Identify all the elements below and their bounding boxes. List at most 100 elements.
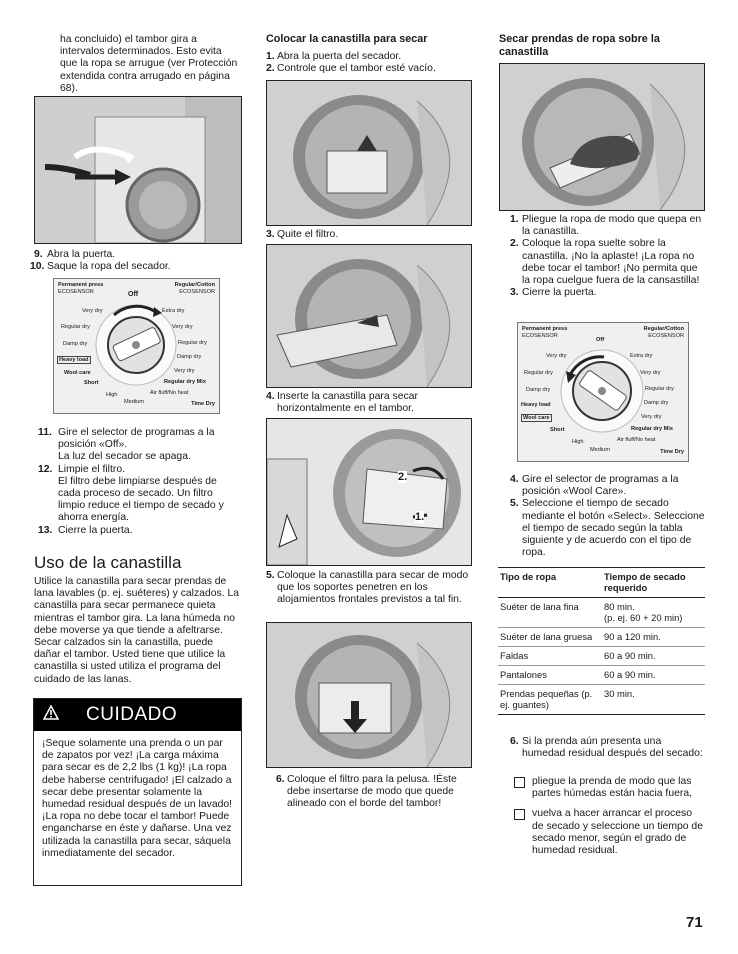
table-row: Pantalones 60 a 90 min. bbox=[498, 666, 705, 685]
list-item: 4.Gire el selector de programas a la pos… bbox=[510, 474, 679, 498]
steps-a-list: 9.Abra la puerta. 10.Saque la ropa del s… bbox=[30, 249, 234, 273]
list-item: 12. Limpie el filtro. El filtro debe lim… bbox=[38, 463, 224, 524]
list-item: 13. Cierre la puerta. bbox=[38, 524, 133, 536]
dial-label: Permanent press bbox=[522, 326, 568, 332]
list-item: 5.Coloque la canastilla para secar de mo… bbox=[266, 570, 469, 606]
dial-label: Short bbox=[550, 427, 565, 433]
dial-label: Very dry bbox=[641, 414, 662, 420]
caution-title: CUIDADO bbox=[86, 704, 178, 725]
dial-label: Regular dry bbox=[645, 386, 674, 392]
program-dial-drawing bbox=[560, 349, 644, 433]
table-row: Suéter de lana fina 80 min.(p. ej. 60 + … bbox=[498, 598, 705, 628]
callout-1: 1. bbox=[415, 511, 425, 523]
section-title: Uso de la canastilla bbox=[34, 553, 182, 572]
dial-label: ECOSENSOR bbox=[179, 289, 215, 295]
caution-box: CUIDADO ¡Seque solamente una prenda o un… bbox=[33, 698, 242, 886]
drying-title: Secar prendas de ropa sobre la canastill… bbox=[499, 33, 660, 58]
dial-off-label: Off bbox=[596, 337, 605, 343]
list-item: 1.Abra la puerta del secador. bbox=[266, 51, 402, 62]
intro-paragraph: ha concluido) el tambor gira a intervalo… bbox=[60, 34, 238, 94]
col2-step-5: 5.Coloque la canastilla para secar de mo… bbox=[266, 570, 476, 607]
dial-label: Regular dry bbox=[61, 324, 90, 330]
dial-label: Damp dry bbox=[63, 341, 88, 347]
dial-label: Very dry bbox=[172, 324, 193, 330]
program-dial-panel-wool: Permanent press ECOSENSOR Regular/Cotton… bbox=[517, 322, 689, 462]
dial-label: Heavy load bbox=[57, 356, 91, 364]
col2-step-4: 4.Inserte la canastilla para secar horiz… bbox=[266, 391, 476, 415]
program-dial-drawing bbox=[95, 304, 177, 386]
section-text: Utilice la canastilla para secar prendas… bbox=[34, 576, 240, 685]
list-item: 5.Seleccione el tiempo de secado mediant… bbox=[510, 498, 705, 559]
dial-label: Regular dry bbox=[524, 370, 553, 376]
dial-label: Time Dry bbox=[660, 449, 684, 455]
dial-label: Very dry bbox=[82, 308, 103, 314]
list-item: pliegue la prenda de modo que las partes… bbox=[514, 776, 705, 800]
dial-label: Regular/Cotton bbox=[174, 282, 215, 288]
list-item: 1.Pliegue la ropa de modo que quepa en l… bbox=[510, 214, 702, 238]
list-item: vuelva a hacer arrancar el proceso de se… bbox=[514, 808, 705, 857]
list-item: 11. Gire el selector de programas a la p… bbox=[38, 427, 215, 463]
checkbox-bullet-icon bbox=[514, 777, 525, 788]
dial-label: High bbox=[106, 392, 118, 398]
table-row: Faldas 60 a 90 min. bbox=[498, 647, 705, 666]
list-item: 2.Controle que el tambor esté vacío. bbox=[266, 63, 436, 75]
dial-label-selected: Wool care bbox=[521, 414, 552, 422]
dial-label: Medium bbox=[124, 399, 144, 405]
dial-label: Short bbox=[84, 380, 99, 386]
col3-steps-4-5: 4.Gire el selector de programas a la pos… bbox=[510, 474, 705, 559]
table-row: Prendas pequeñas (p. ej. guantes) 30 min… bbox=[498, 685, 705, 715]
filter-replace-illustration bbox=[266, 622, 472, 768]
dial-label: Extra dry bbox=[162, 308, 185, 314]
dial-label: Permanent press bbox=[58, 282, 104, 288]
list-item: 4.Inserte la canastilla para secar horiz… bbox=[266, 391, 418, 415]
table-header: Tiempo de secado requerido bbox=[604, 571, 686, 593]
dial-label: Regular/Cotton bbox=[643, 326, 684, 332]
table-header: Tipo de ropa bbox=[500, 571, 557, 582]
table-header-row: Tipo de ropa Tiempo de secado requerido bbox=[498, 567, 705, 598]
dial-label: Very dry bbox=[546, 353, 567, 359]
list-item: 2.Coloque la ropa suelte sobre la canast… bbox=[510, 238, 700, 287]
dial-label: ECOSENSOR bbox=[648, 333, 684, 339]
dryer-door-drawing bbox=[35, 97, 241, 243]
dial-label: Very dry bbox=[174, 368, 195, 374]
col3-bullets: pliegue la prenda de modo que las partes… bbox=[514, 776, 705, 857]
dial-label: Wool care bbox=[64, 370, 91, 376]
dial-label: Regular dry bbox=[178, 340, 207, 346]
dial-label: Damp dry bbox=[177, 354, 202, 360]
caution-text: ¡Seque solamente una prenda o un par de … bbox=[42, 738, 233, 859]
table-row: Suéter de lana gruesa 90 a 120 min. bbox=[498, 628, 705, 647]
caution-header: CUIDADO bbox=[34, 699, 241, 731]
dial-label: Medium bbox=[590, 447, 610, 453]
dial-label: Very dry bbox=[640, 370, 661, 376]
dial-label: ECOSENSOR bbox=[58, 289, 94, 295]
basket-insert-illustration: 2. 1. bbox=[266, 418, 472, 566]
open-drum-illustration bbox=[266, 80, 472, 226]
dial-label: Regular dry Mix bbox=[164, 379, 206, 385]
list-item: 9.Abra la puerta. bbox=[34, 249, 116, 260]
dial-label: Regular dry Mix bbox=[631, 426, 673, 432]
clothes-in-basket-illustration bbox=[499, 63, 705, 211]
list-item: 3.Cierre la puerta. bbox=[510, 287, 597, 299]
col2-steps-1-2: 1.Abra la puerta del secador. 2.Controle… bbox=[266, 51, 476, 75]
callout-2: 2. bbox=[398, 471, 408, 483]
list-item: 6.Coloque el filtro para la pelusa. !Ést… bbox=[276, 774, 457, 810]
program-dial-panel: Permanent press ECOSENSOR Regular/Cotton… bbox=[53, 278, 220, 414]
dial-label: Air fluff/No heat bbox=[617, 437, 656, 443]
steps-b-list: 11. Gire el selector de programas a la p… bbox=[38, 427, 238, 537]
dial-label: High bbox=[572, 439, 584, 445]
list-item: 6.Si la prenda aún presenta una humedad … bbox=[510, 736, 703, 760]
dial-label: Time Dry bbox=[191, 401, 215, 407]
dial-label: Damp dry bbox=[644, 400, 669, 406]
drying-time-table: Tipo de ropa Tiempo de secado requerido … bbox=[498, 567, 705, 715]
col2-step-3: 3.Quite el filtro. bbox=[266, 229, 476, 241]
basket-insert-title: Colocar la canastilla para secar bbox=[266, 33, 428, 45]
filter-removal-illustration bbox=[266, 244, 472, 388]
col3-steps-1-3: 1.Pliegue la ropa de modo que quepa en l… bbox=[510, 214, 705, 299]
dial-label: Damp dry bbox=[526, 387, 551, 393]
dial-label: ECOSENSOR bbox=[522, 333, 558, 339]
list-item: 3.Quite el filtro. bbox=[266, 229, 339, 240]
dial-off-label: Off bbox=[128, 291, 139, 298]
col2-step-6: 6.Coloque el filtro para la pelusa. !Ést… bbox=[276, 774, 476, 811]
col3-step-6: 6.Si la prenda aún presenta una humedad … bbox=[510, 736, 705, 760]
dial-label: Air fluff/No heat bbox=[150, 390, 189, 396]
